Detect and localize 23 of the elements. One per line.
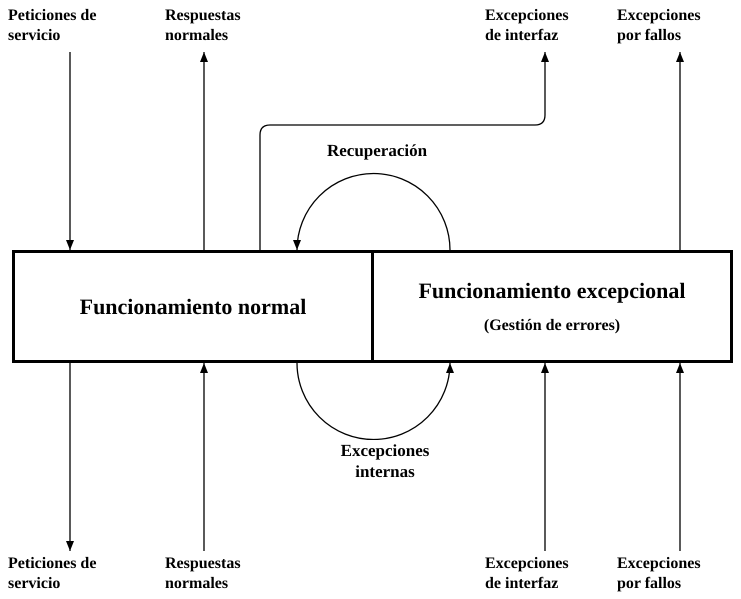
box-title: Funcionamiento excepcional (418, 278, 686, 304)
flow-label: Peticiones de servicio (8, 6, 100, 46)
arrow (296, 362, 454, 440)
arrow (200, 52, 208, 250)
arrow (541, 363, 549, 551)
flow-label: Respuestas normales (165, 554, 257, 594)
box-title: Funcionamiento normal (80, 294, 306, 320)
arrow (66, 52, 74, 250)
arrow (294, 173, 451, 250)
process-box (12, 250, 374, 363)
flow-label: Excepciones de interfaz (485, 6, 585, 46)
flow-label: Peticiones de servicio (8, 554, 100, 594)
box-subtitle: (Gestión de errores) (484, 316, 620, 336)
process-box (371, 250, 733, 363)
flow-label: Respuestas normales (165, 6, 257, 46)
flow-label: Excepciones de interfaz (485, 554, 585, 594)
arrow (676, 363, 684, 551)
arrow (66, 363, 74, 551)
flow-label: Excepciones por fallos (617, 554, 717, 594)
flow-label: Excepciones por fallos (617, 6, 717, 46)
arrow (676, 52, 684, 250)
arrow (200, 363, 208, 551)
arrow (259, 52, 549, 250)
